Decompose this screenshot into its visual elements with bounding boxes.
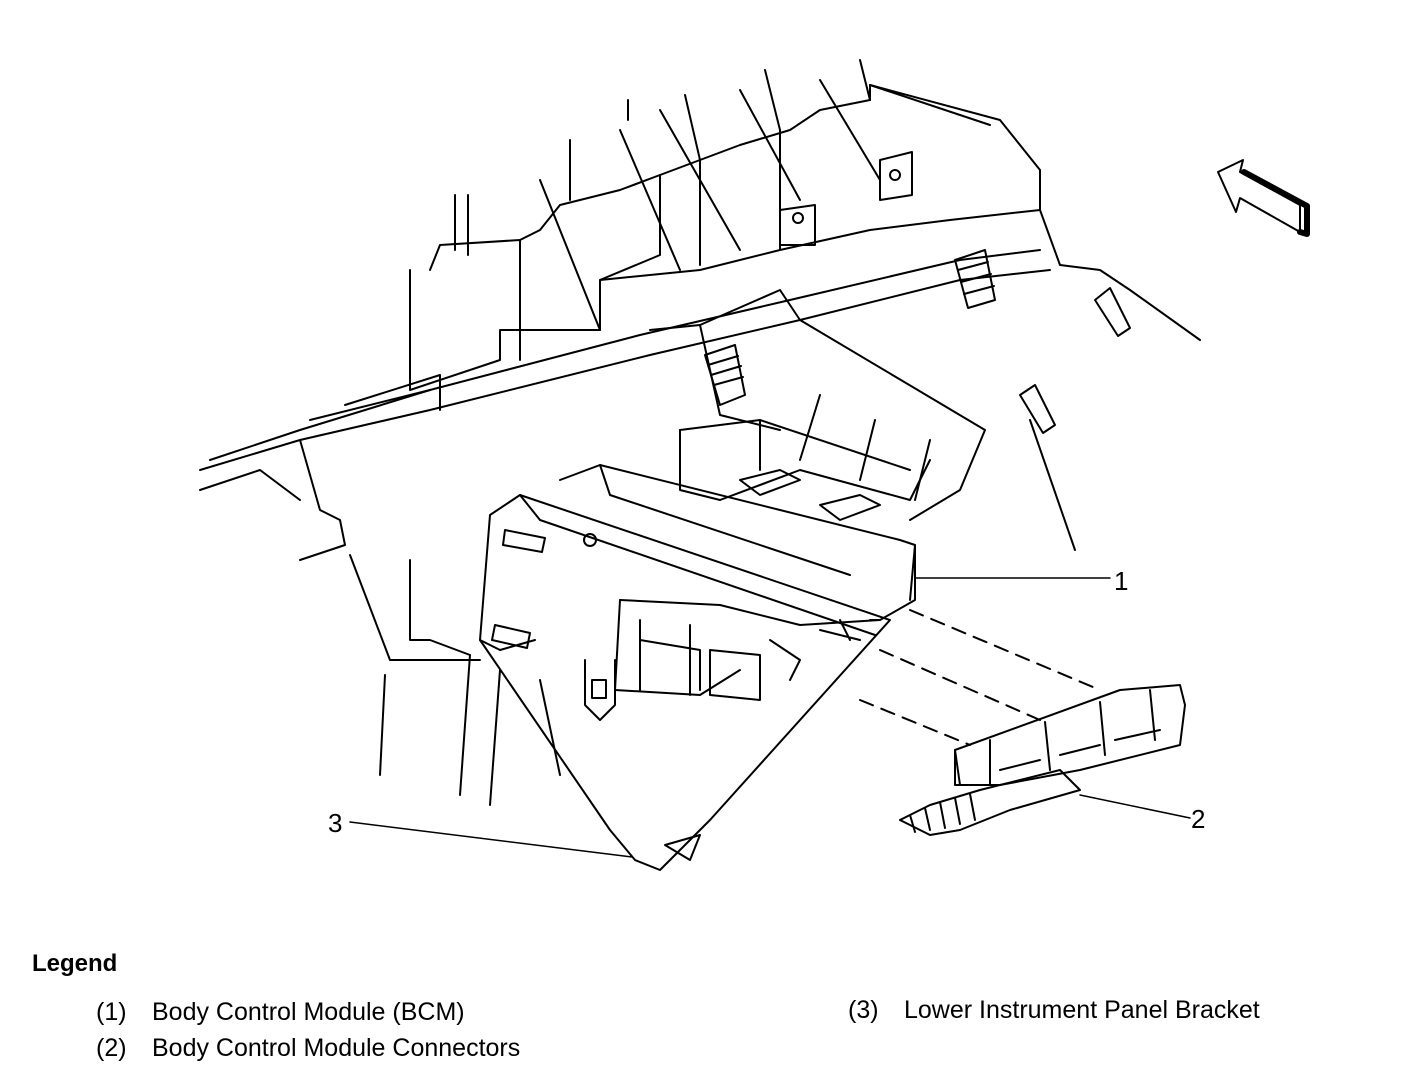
callout-2: 2 <box>1191 804 1206 834</box>
legend-item-number: (1) <box>96 998 127 1026</box>
forward-direction-arrow-icon <box>1217 159 1310 237</box>
legend-item-number: (2) <box>96 1034 127 1062</box>
callout-3: 3 <box>328 808 343 838</box>
legend-item-label: Body Control Module Connectors <box>152 1034 521 1062</box>
legend-item-label: Body Control Module (BCM) <box>152 998 465 1026</box>
legend-item-label: Lower Instrument Panel Bracket <box>904 996 1260 1024</box>
bcm-tray <box>649 289 986 521</box>
legend-item: (2) Body Control Module Connectors <box>96 1034 520 1063</box>
legend-item: (3) Lower Instrument Panel Bracket <box>848 996 1260 1025</box>
support-lines <box>379 419 1076 806</box>
dashboard-structure <box>199 59 1201 561</box>
legend-title: Legend <box>32 950 118 977</box>
mounting-studs <box>491 249 1131 649</box>
body-control-module <box>559 464 916 701</box>
lower-instrument-panel-bracket <box>349 494 891 871</box>
bcm-location-illustration <box>199 59 1310 871</box>
callout-1: 1 <box>1114 566 1129 596</box>
leader-lines <box>349 577 1191 858</box>
legend-item-number: (3) <box>848 996 879 1024</box>
legend-item: (1) Body Control Module (BCM) <box>96 998 465 1027</box>
alignment-dashes <box>859 609 1101 746</box>
bcm-connectors <box>899 684 1186 836</box>
